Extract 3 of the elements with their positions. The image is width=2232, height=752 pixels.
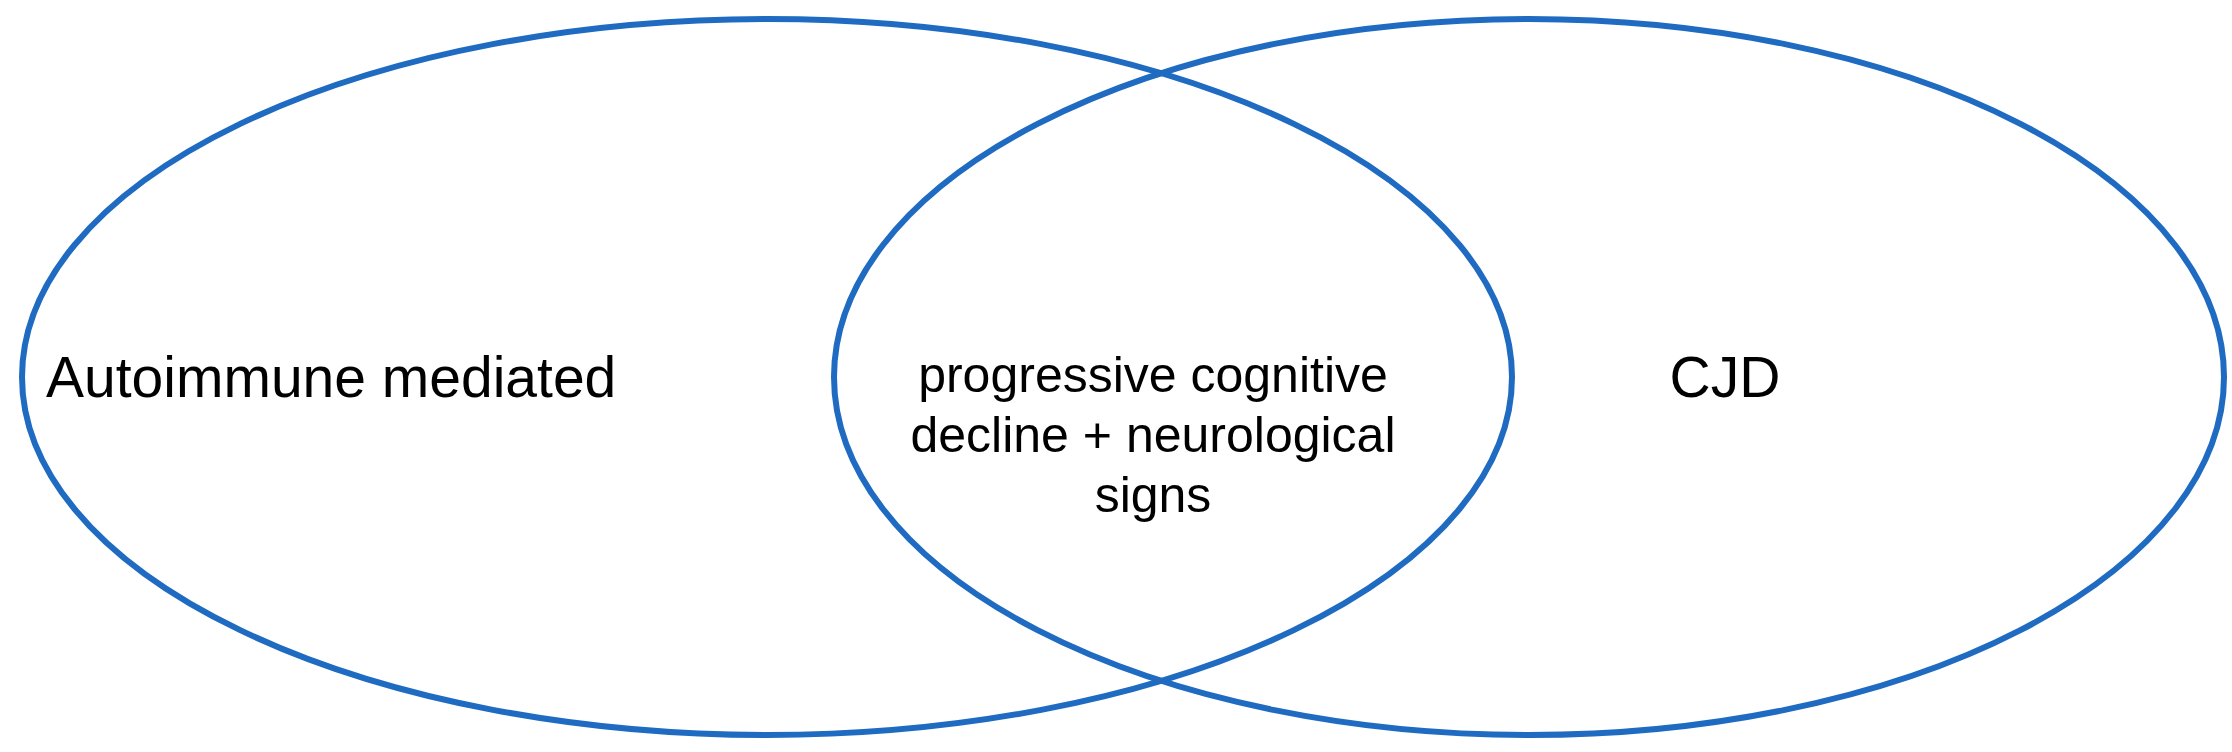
set-label: CJD: [1669, 348, 1781, 406]
overlap-label: progressive cognitive decline + neurological signs: [909, 346, 1397, 525]
set-label: Autoimmune mediated: [46, 348, 617, 406]
